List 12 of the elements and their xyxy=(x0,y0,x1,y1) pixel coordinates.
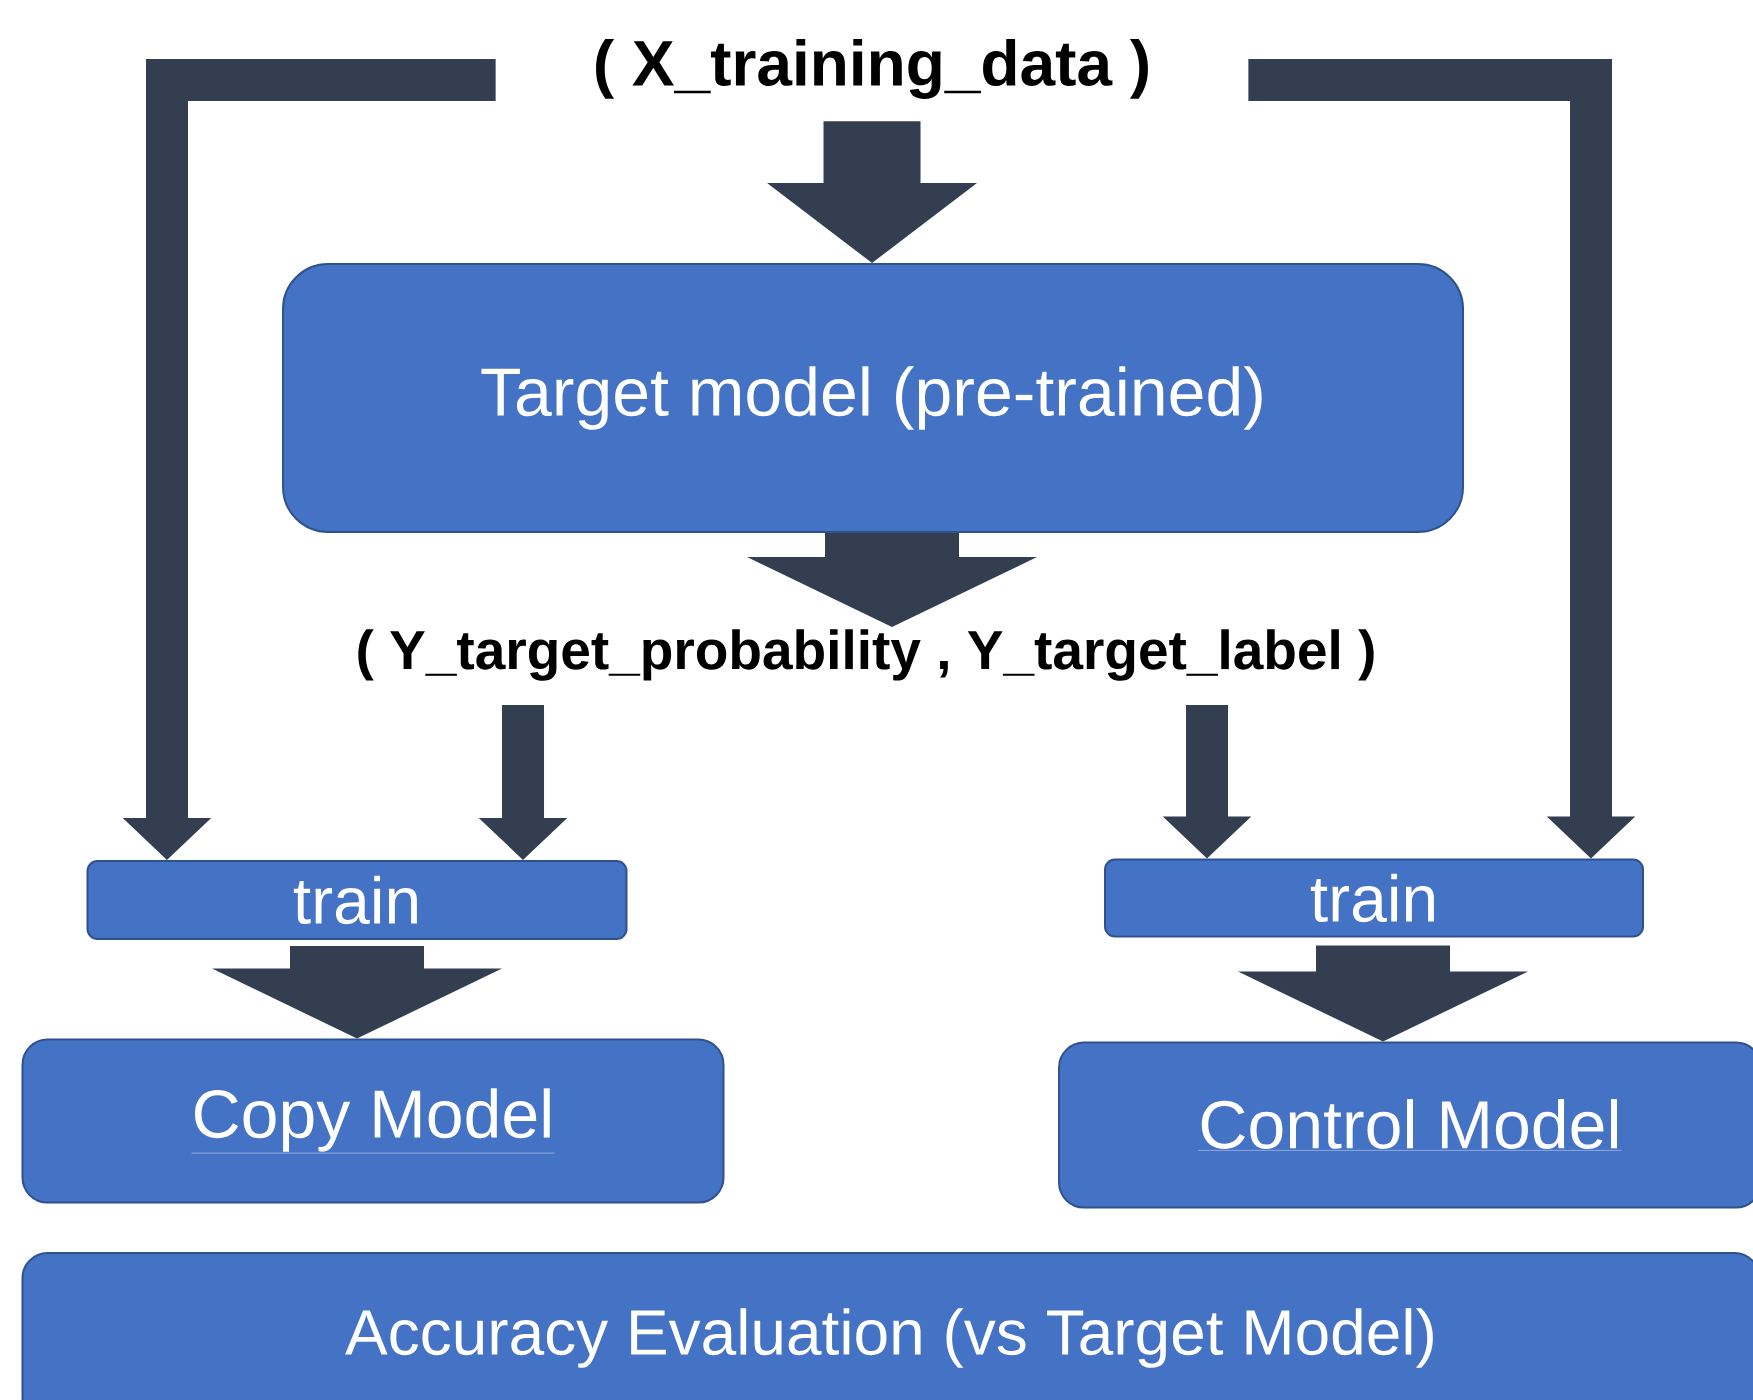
block-arrow xyxy=(212,946,502,1039)
model-box: Accuracy Evaluation (vs Target Model) xyxy=(21,1252,1753,1400)
block-arrow xyxy=(767,121,977,263)
data-label: ( X_training_data ) xyxy=(596,39,1148,99)
data-label: ( Y_target_probability , Y_target_label ) xyxy=(358,629,1374,681)
block-arrow xyxy=(1238,945,1528,1042)
block-arrow xyxy=(747,533,1037,628)
model-box: Control Model xyxy=(1058,1041,1753,1209)
model-box: Copy Model xyxy=(21,1038,725,1204)
model-box: train xyxy=(1104,858,1644,938)
model-box: Target model (pre-trained) xyxy=(282,263,1464,533)
model-box: train xyxy=(86,860,628,940)
